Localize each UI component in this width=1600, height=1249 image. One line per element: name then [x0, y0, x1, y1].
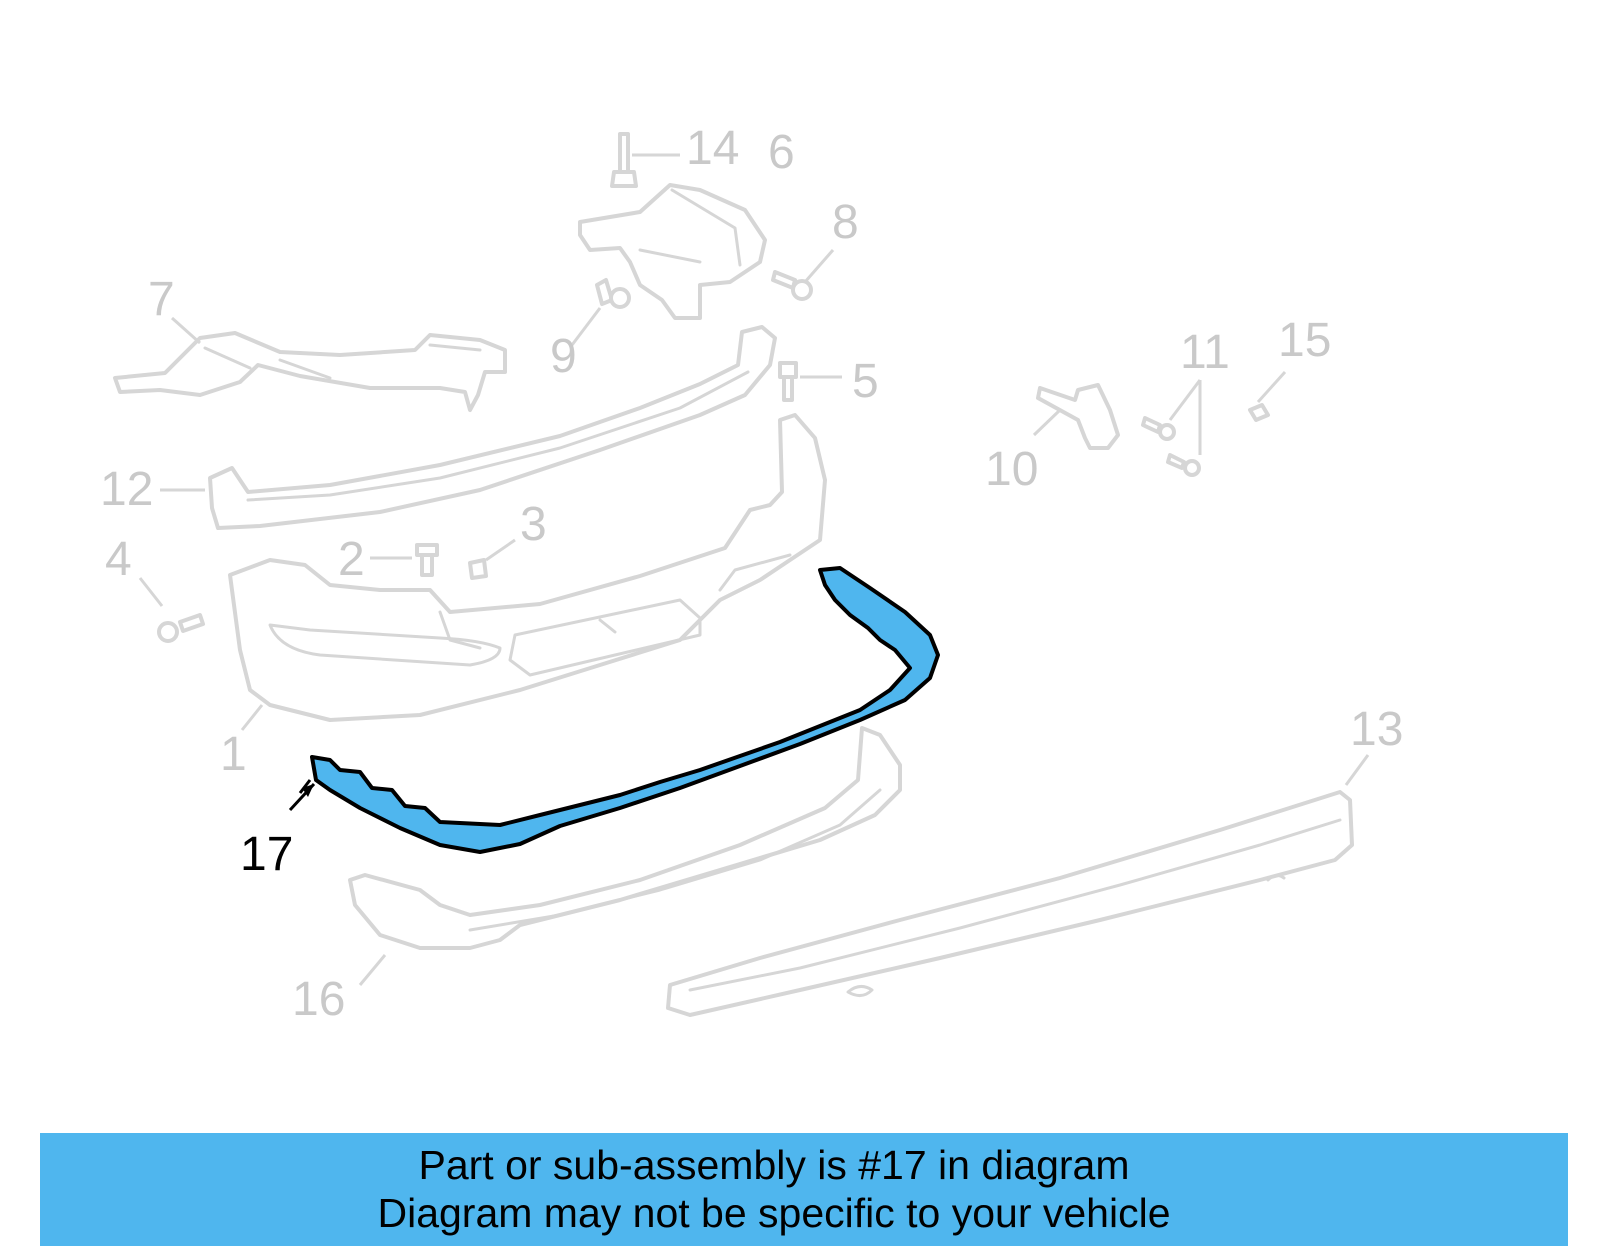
part-15-nut [1248, 370, 1287, 422]
part-13-reinforcement [666, 754, 1370, 1017]
callout-1: 1 [220, 728, 247, 781]
callout-6: 6 [768, 126, 795, 179]
banner-line-disclaimer: Diagram may not be specific to your vehi… [377, 1190, 1171, 1236]
leader-13 [1344, 754, 1370, 786]
part-3-clip [468, 538, 516, 580]
callout-17: 17 [240, 828, 293, 881]
leader-3 [485, 538, 516, 562]
callout-4: 4 [105, 533, 132, 586]
part-17-highlighted[interactable] [288, 566, 940, 854]
callout-15: 15 [1278, 314, 1331, 367]
callout-14: 14 [686, 122, 739, 175]
part-11-bolts [1141, 379, 1202, 477]
part-8-bolt [771, 249, 835, 301]
leader-11a [1168, 379, 1202, 421]
part-5-bolt [778, 361, 842, 402]
callout-11: 11 [1180, 326, 1230, 379]
parts-diagram: 14 6 8 7 9 5 11 15 12 10 2 3 4 1 13 16 1… [100, 122, 1403, 1026]
info-banner: Part or sub-assembly is #17 in diagram D… [40, 1133, 1568, 1246]
callout-8: 8 [832, 196, 859, 249]
leader-9 [570, 307, 602, 346]
leader-15 [1256, 370, 1287, 404]
part-7-bracket [113, 316, 507, 412]
part-4-bolt [138, 577, 205, 643]
part-9-clip [570, 278, 631, 346]
callout-9: 9 [550, 330, 577, 383]
part-14-bolt [610, 132, 680, 188]
part-6-bracket [578, 183, 767, 320]
leader-1 [240, 704, 264, 731]
callout-10: 10 [985, 443, 1038, 496]
leader-8 [803, 249, 835, 283]
arrow-17 [302, 784, 314, 797]
banner-line-part-number: Part or sub-assembly is #17 in diagram [418, 1142, 1130, 1188]
part-10-bracket [1032, 383, 1120, 450]
leader-10 [1032, 408, 1062, 437]
callout-2: 2 [338, 533, 365, 586]
callout-13: 13 [1350, 703, 1403, 756]
leader-7 [171, 316, 201, 345]
callout-12: 12 [100, 463, 153, 516]
part-2-bolt [370, 543, 439, 577]
part-1-bumper-cover [228, 413, 827, 731]
callout-16: 16 [292, 973, 345, 1026]
leader-4 [138, 577, 164, 607]
part-16-valance [348, 726, 902, 986]
callout-5: 5 [852, 355, 879, 408]
callout-3: 3 [520, 498, 547, 551]
part-12-support [160, 325, 777, 530]
callout-7: 7 [148, 273, 175, 326]
leader-16 [358, 954, 387, 986]
